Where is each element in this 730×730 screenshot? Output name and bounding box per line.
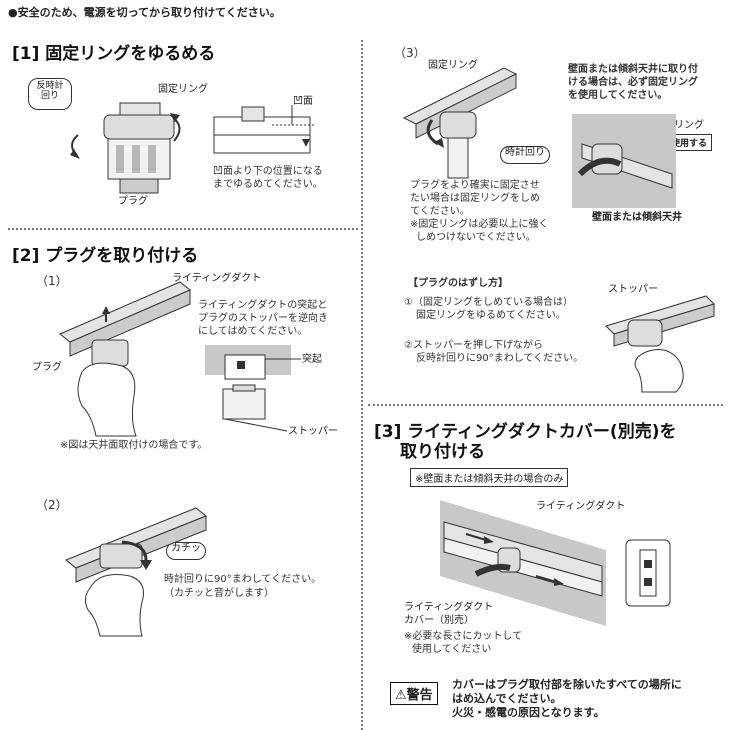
section4-title-2: 取り付ける (400, 442, 485, 463)
plug-ring-illustration (60, 95, 210, 195)
step1-desc-2: プラグのストッパーを逆向き (198, 313, 328, 326)
plug-insert-illustration (60, 282, 200, 432)
protrusion-detail (205, 345, 295, 425)
warning-2: はめ込んでください。 (452, 692, 561, 706)
recess-note-1: 凹面より下の位置になる (213, 166, 323, 179)
wall-note-3: を使用してください。 (568, 90, 667, 103)
step1-desc-1: ライティングダクトの突起と (198, 300, 327, 313)
step1-desc-3: にしてはめてください。 (198, 326, 307, 339)
recess-detail (212, 105, 332, 161)
cover-illustration (440, 500, 610, 630)
stopper-label-2: ストッパー (608, 284, 658, 297)
wall-label: 壁面または傾斜天井 (592, 212, 682, 225)
section1-title: [1] 固定リングをゆるめる (12, 44, 215, 65)
protrusion-label: 突起 (302, 354, 322, 367)
remove1-2: 固定リングをゆるめてください。 (416, 310, 566, 323)
remove2-1: ②ストッパーを押し下げながら (404, 340, 543, 353)
secure-1: プラグをより確実に固定させ (410, 180, 540, 193)
remove1-1: ①（固定リングをしめている場合は） (404, 297, 573, 310)
safety-note: ●安全のため、電源を切ってから取り付けてください。 (8, 6, 281, 20)
wall-only-note: ※壁面または傾斜天井の場合のみ (410, 468, 568, 487)
remove-illustration (606, 296, 716, 396)
divider-left (8, 228, 358, 230)
ceiling-note: ※図は天井面取付けの場合です。 (60, 440, 207, 453)
plug-rotate-illustration (66, 508, 216, 638)
secure-note-2: しめつけないでください。 (416, 232, 536, 245)
cut-note-2: 使用してください (412, 644, 491, 657)
divider-right (368, 404, 723, 406)
warning-1: カバーはプラグ取付部を除いたすべての場所に (452, 678, 682, 692)
remove2-2: 反時計回りに90°まわしてください。 (416, 353, 583, 366)
warning-3: 火災・感電の原因となります。 (452, 706, 605, 720)
step2-number: （2） (36, 498, 68, 513)
warning-badge: ⚠警告 (390, 682, 438, 705)
divider-vertical (361, 40, 363, 730)
ring-tighten-illustration (404, 68, 524, 178)
step3-number: （3） (394, 46, 426, 61)
stopper-label: ストッパー (288, 426, 338, 439)
wall-note-2: ける場合は、必ず固定リング (568, 77, 698, 90)
secure-note-1: ※固定リングは必要以上に強く (410, 219, 548, 232)
secure-3: てください。 (410, 206, 470, 219)
plug-label: プラグ (118, 196, 148, 209)
wall-note-1: 壁面または傾斜天井に取り付 (568, 64, 698, 77)
remove-title: 【プラグのはずし方】 (408, 278, 508, 291)
cut-note-1: ※必要な長さにカットして (404, 631, 522, 644)
secure-2: たい場合は固定リングをしめ (410, 193, 540, 206)
section4-title-1: [3] ライティングダクトカバー(別売)を (374, 422, 676, 443)
plug-label-2: プラグ (32, 362, 62, 375)
cover-section-detail (626, 540, 674, 610)
recess-note-2: までゆるめてください。 (213, 179, 323, 192)
wall-mount-illustration (572, 114, 682, 210)
section2-title: [2] プラグを取り付ける (12, 246, 198, 267)
